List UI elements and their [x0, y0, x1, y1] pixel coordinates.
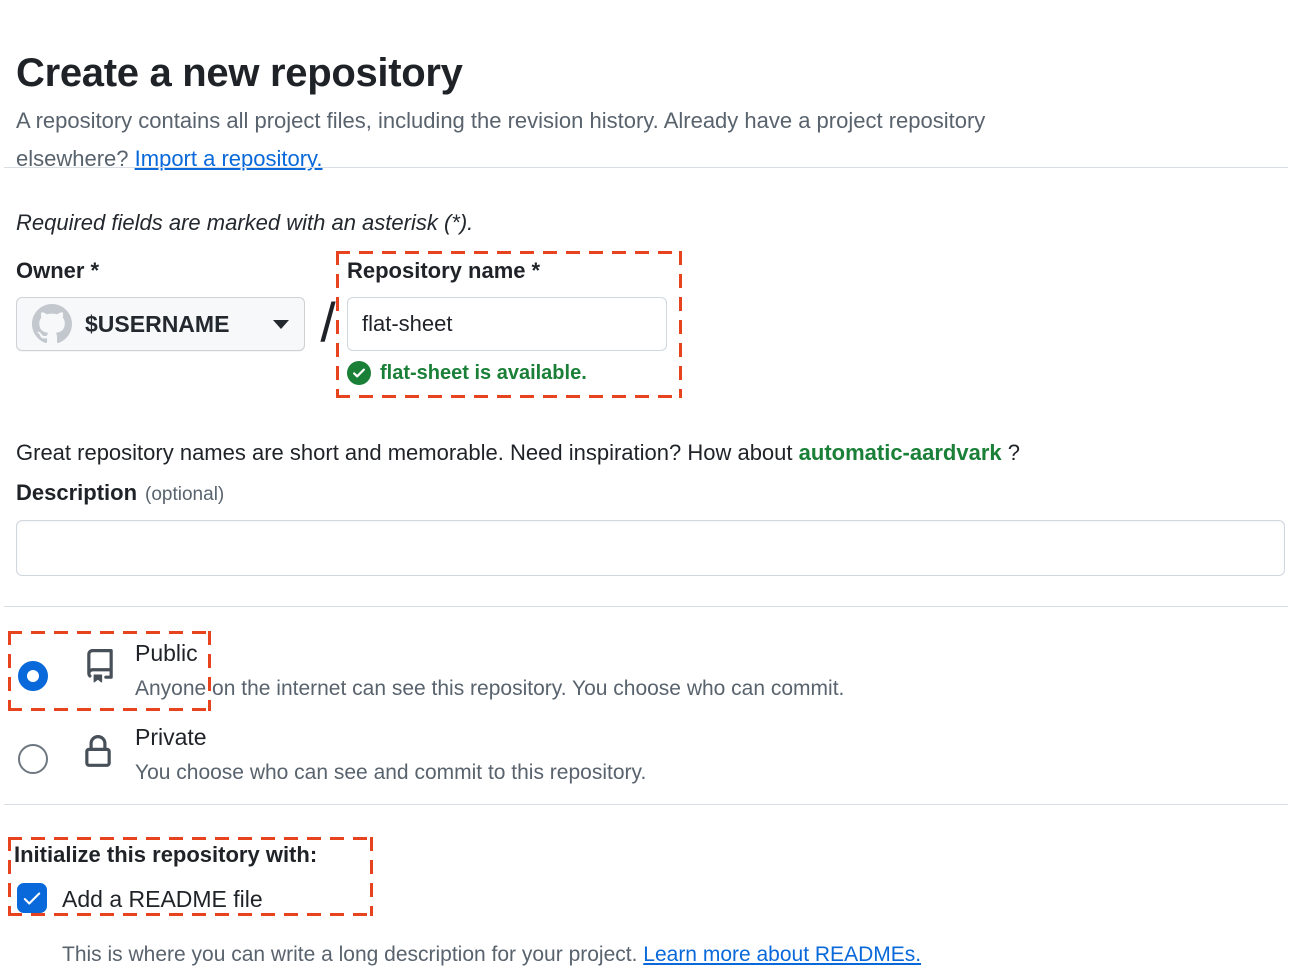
public-option-label[interactable]: Public	[135, 640, 198, 666]
learn-more-readmes-link[interactable]: Learn more about READMEs.	[643, 943, 922, 966]
divider	[4, 167, 1288, 168]
owner-name-value: $USERNAME	[85, 310, 230, 337]
name-availability-status: flat-sheet is available.	[347, 361, 587, 385]
public-option-description: Anyone on the internet can see this repo…	[135, 677, 845, 700]
chevron-down-icon	[273, 319, 289, 329]
readme-checkbox[interactable]	[17, 883, 47, 913]
intro-text: A repository contains all project files,…	[16, 102, 1246, 178]
intro-text-line1: A repository contains all project files,…	[16, 108, 986, 133]
repo-book-icon	[87, 649, 113, 683]
private-option-description: You choose who can see and commit to thi…	[135, 761, 647, 784]
page-title: Create a new repository	[16, 50, 463, 95]
private-radio[interactable]	[18, 744, 48, 774]
optional-note: (optional)	[145, 484, 225, 505]
owner-repo-separator: /	[320, 291, 336, 353]
check-circle-icon	[347, 361, 371, 385]
readme-note: This is where you can write a long descr…	[62, 943, 922, 966]
lock-icon	[85, 735, 111, 767]
initialize-section-heading: Initialize this repository with:	[14, 842, 318, 867]
import-repository-link[interactable]: Import a repository.	[134, 146, 323, 171]
repository-name-input[interactable]	[347, 297, 667, 351]
readme-checkbox-label[interactable]: Add a README file	[62, 886, 263, 912]
public-radio[interactable]	[18, 661, 48, 691]
availability-message: flat-sheet is available.	[380, 361, 587, 384]
divider	[4, 804, 1288, 805]
suggested-repo-name[interactable]: automatic-aardvark	[798, 440, 1002, 465]
required-asterisk: *	[90, 258, 100, 283]
repository-name-label: Repository name*	[347, 258, 541, 283]
private-option-label[interactable]: Private	[135, 724, 207, 750]
check-icon	[23, 892, 41, 905]
name-suggestion-hint: Great repository names are short and mem…	[16, 440, 1020, 465]
description-input[interactable]	[16, 520, 1285, 576]
owner-select-button[interactable]: $USERNAME	[16, 297, 305, 351]
required-asterisk: *	[531, 258, 541, 283]
owner-field-label: Owner*	[16, 258, 100, 283]
divider	[4, 606, 1288, 607]
intro-text-line2: elsewhere?	[16, 146, 129, 171]
octocat-avatar-icon	[32, 304, 72, 344]
description-label: Description(optional)	[16, 480, 225, 505]
required-fields-note: Required fields are marked with an aster…	[16, 210, 474, 235]
